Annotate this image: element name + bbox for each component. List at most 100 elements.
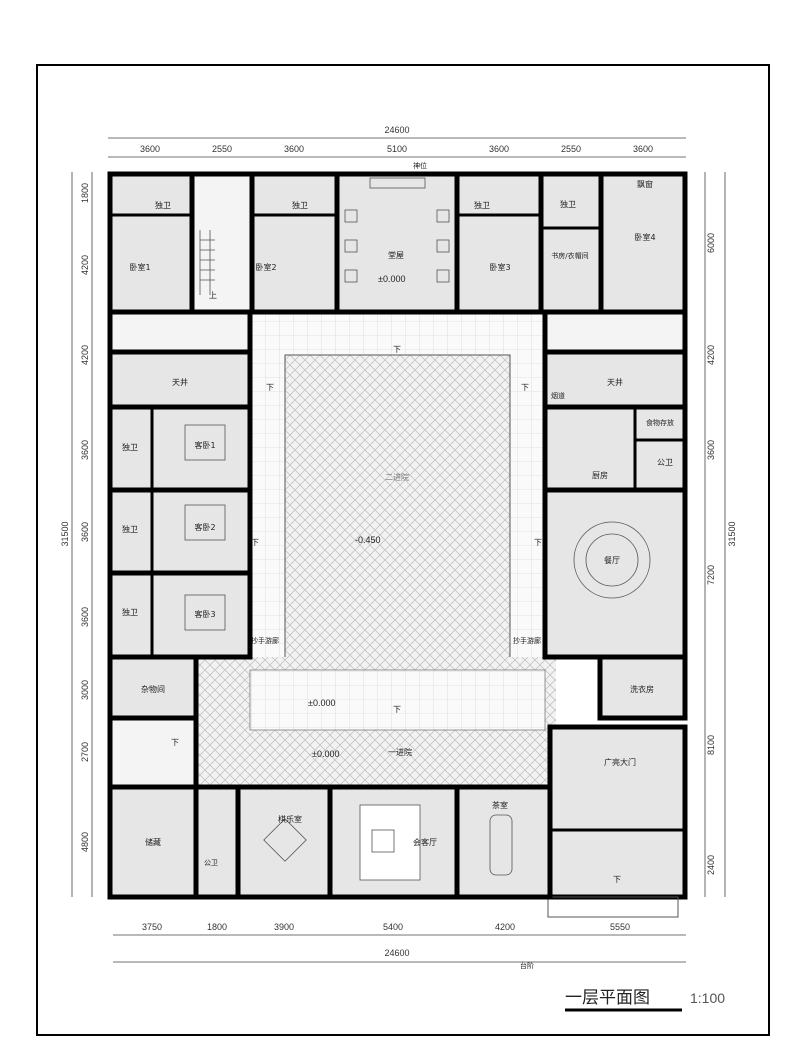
elevation-hall: ±0.000 — [378, 274, 405, 284]
dim-left: 3600 — [80, 522, 90, 542]
label-kitchen: 厨房 — [592, 470, 608, 480]
gate-steps — [547, 896, 679, 918]
label-chess-room: 棋乐室 — [278, 814, 302, 824]
right-corridor — [542, 309, 688, 355]
second-courtyard — [284, 354, 511, 691]
dim-top: 2550 — [212, 144, 232, 154]
marker-down: 下 — [393, 705, 401, 714]
dim-top: 3600 — [284, 144, 304, 154]
label-second-court: 二进院 — [385, 472, 409, 482]
study-room — [538, 171, 604, 315]
dim-top: 3600 — [633, 144, 653, 154]
label-bedroom4: 卧室4 — [634, 232, 655, 242]
left-patio — [107, 349, 253, 410]
dining-room — [542, 487, 688, 660]
label-veranda-right: 抄手游廊 — [513, 636, 541, 645]
bedroom1-room — [107, 171, 195, 315]
label-shrine: 神位 — [413, 161, 427, 170]
dim-top: 3600 — [140, 144, 160, 154]
marker-down: 下 — [171, 738, 179, 747]
dim-right: 2400 — [706, 855, 716, 875]
marker-down: 下 — [393, 345, 401, 354]
label-bath: 独卫 — [122, 524, 138, 534]
main-hall-room — [334, 171, 460, 315]
dim-left: 2700 — [80, 742, 90, 762]
elevation-inner: ±0.000 — [308, 698, 335, 708]
dim-right: 7200 — [706, 565, 716, 585]
marker-down: 下 — [251, 538, 259, 547]
label-guest3: 客卧3 — [194, 609, 215, 619]
dim-bottom: 1800 — [207, 922, 227, 932]
label-bath: 独卫 — [560, 199, 576, 209]
gate-room — [547, 724, 688, 900]
dim-top: 2550 — [561, 144, 581, 154]
dim-right: 6000 — [706, 233, 716, 253]
drawing-title-text: 一层平面图 — [565, 988, 650, 1008]
dim-left-total: 31500 — [60, 521, 70, 546]
marker-down: 下 — [521, 383, 529, 392]
label-veranda-left: 抄手游廊 — [251, 636, 279, 645]
label-guest1: 客卧1 — [194, 440, 215, 450]
guest1-room — [107, 404, 253, 493]
label-dining: 餐厅 — [604, 556, 620, 565]
dim-bottom: 3900 — [274, 922, 294, 932]
staircase — [199, 230, 215, 295]
label-bath: 独卫 — [122, 607, 138, 617]
dimension-right: 6000 4200 3600 7200 8100 2400 31500 — [704, 172, 737, 897]
bedroom4-room — [598, 171, 688, 315]
lower-stair — [107, 715, 199, 790]
label-storeroom: 储藏 — [145, 837, 161, 847]
storage-room — [107, 654, 199, 721]
label-public-wc: 公卫 — [657, 458, 673, 467]
label-bedroom2: 卧室2 — [255, 262, 276, 272]
label-study: 书房/衣帽间 — [551, 251, 588, 260]
label-patio-left: 天井 — [172, 377, 188, 387]
dim-left: 3600 — [80, 440, 90, 460]
sheet-border — [36, 64, 770, 1036]
marker-down: 下 — [534, 538, 542, 547]
label-first-court: 一进院 — [388, 747, 412, 757]
dim-top-total: 24600 — [384, 125, 409, 135]
dim-top: 3600 — [489, 144, 509, 154]
label-bath: 独卫 — [122, 442, 138, 452]
label-gate: 广亮大门 — [604, 757, 636, 767]
label-bedroom3: 卧室3 — [489, 262, 510, 272]
dim-right-total: 31500 — [727, 521, 737, 546]
dim-left: 4200 — [80, 255, 90, 275]
left-corridor — [107, 309, 253, 355]
dim-right: 8100 — [706, 735, 716, 755]
dimension-top: 24600 3600 2550 3600 5100 3600 2550 3600 — [108, 125, 686, 158]
label-bath: 独卫 — [474, 200, 490, 210]
label-storage-room: 杂物间 — [141, 684, 165, 694]
dim-left: 3000 — [80, 680, 90, 700]
label-bedroom1: 卧室1 — [129, 262, 150, 272]
marker-down: 下 — [613, 875, 621, 884]
dim-right: 3600 — [706, 440, 716, 460]
bedroom2-room — [249, 171, 340, 315]
label-laundry: 洗衣房 — [630, 684, 654, 694]
dim-right: 4200 — [706, 345, 716, 365]
elevation-court1: ±0.000 — [312, 749, 339, 759]
label-bay-window: 飘窗 — [637, 179, 653, 189]
dimension-left: 1800 4200 4200 3600 3600 3600 3000 2700 … — [60, 172, 93, 897]
dim-top: 5100 — [387, 144, 407, 154]
marker-down: 下 — [266, 383, 274, 392]
dim-bottom: 3750 — [142, 922, 162, 932]
label-public-wc: 公卫 — [204, 859, 218, 867]
dim-left: 4800 — [80, 832, 90, 852]
chess-room — [235, 784, 333, 900]
label-main-hall: 堂屋 — [388, 250, 404, 260]
label-steps: 台阶 — [520, 961, 534, 970]
dim-bottom-total: 24600 — [384, 948, 409, 958]
label-bath: 独卫 — [155, 200, 171, 210]
marker-up: 上 — [209, 291, 217, 300]
label-reception: 会客厅 — [413, 837, 437, 847]
inner-terrace — [249, 669, 546, 731]
label-food-storage: 食物存放 — [646, 418, 674, 427]
right-patio — [542, 349, 688, 410]
drawing-title: 一层平面图 1:100 — [565, 988, 725, 1012]
drawing-scale: 1:100 — [690, 990, 725, 1006]
hall-chairs — [344, 177, 450, 283]
elevation-court2: -0.450 — [355, 535, 381, 545]
